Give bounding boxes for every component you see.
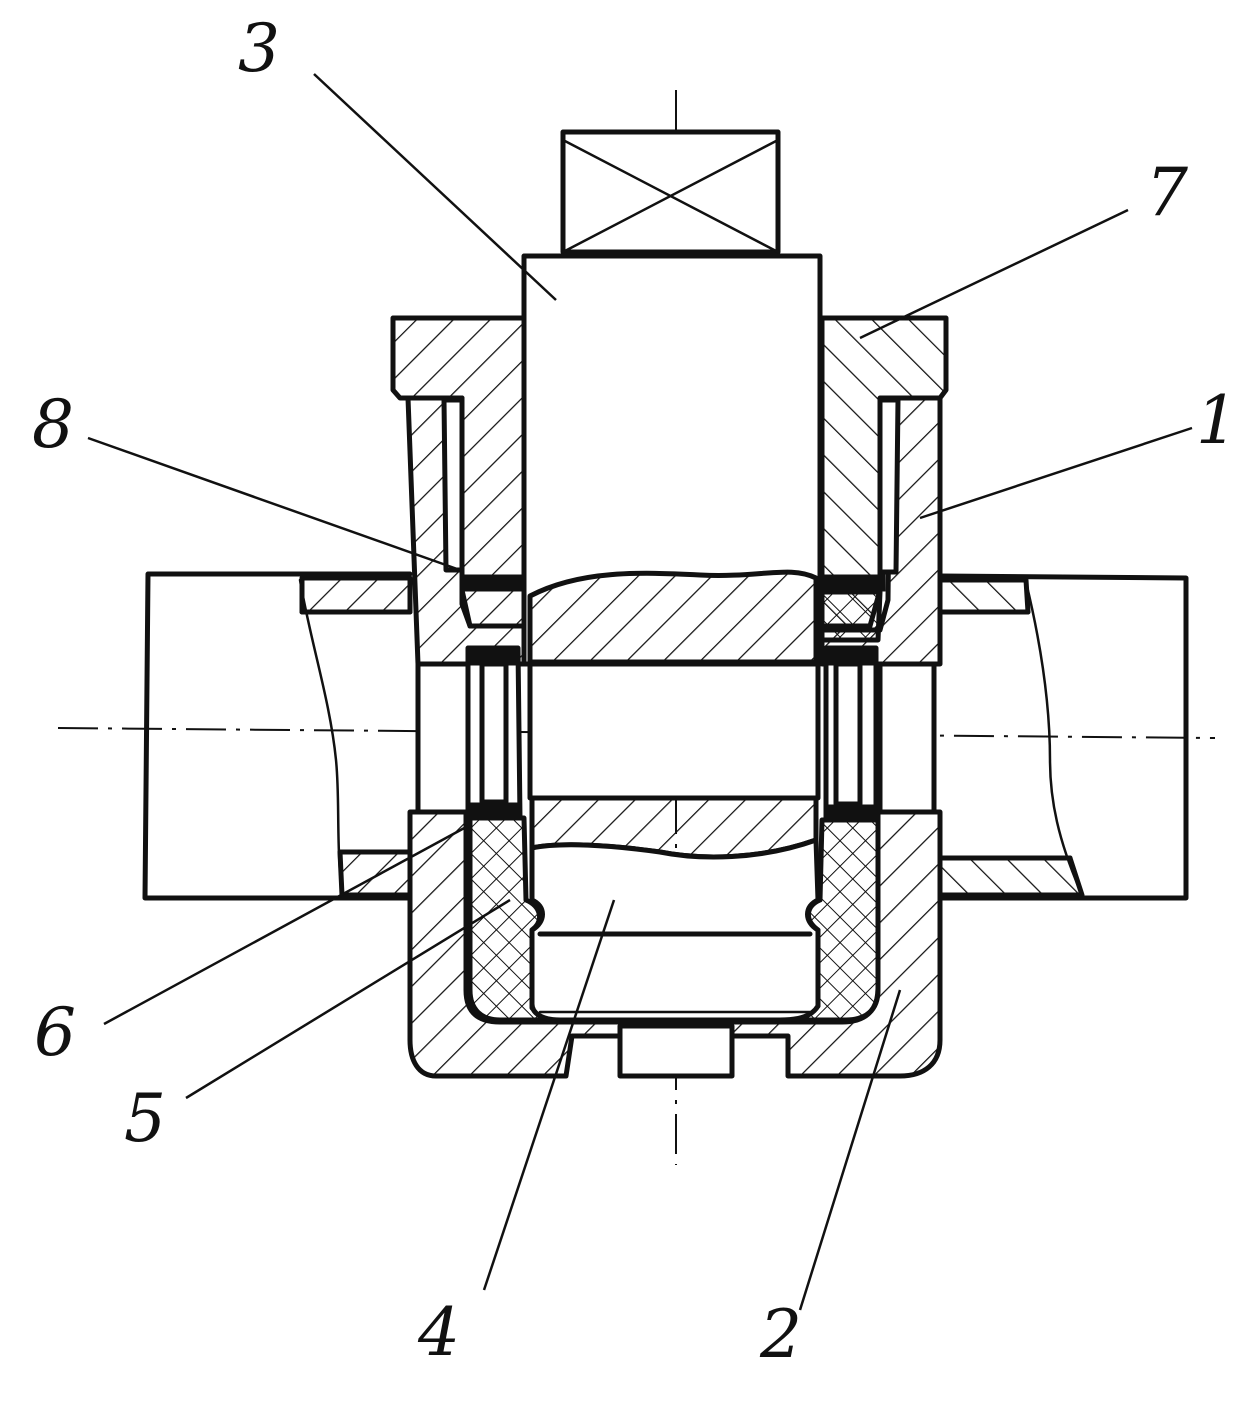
bottom-nut — [620, 1026, 732, 1076]
part-label-3: 3 — [238, 16, 280, 82]
seal-ring-left — [462, 576, 526, 590]
leader-8 — [88, 438, 460, 570]
cap-left-gap — [444, 400, 462, 570]
part-label-2: 2 — [760, 1302, 802, 1368]
part-label-5: 5 — [124, 1086, 166, 1152]
cap-right-gap — [880, 400, 898, 572]
plug-bore — [530, 664, 818, 798]
left-port-opening — [418, 664, 470, 812]
leader-3 — [314, 74, 556, 300]
leader-7 — [860, 210, 1128, 338]
seal-ring-right — [822, 576, 884, 590]
part-label-6: 6 — [34, 1000, 76, 1066]
left-pipe — [145, 574, 410, 898]
right-port-opening — [880, 664, 934, 812]
part-label-4: 4 — [418, 1300, 460, 1366]
leader-1 — [920, 428, 1192, 518]
stem-lower-section — [530, 572, 816, 662]
part-label-7: 7 — [1146, 160, 1188, 226]
packing-right-top — [822, 592, 880, 640]
part-label-8: 8 — [32, 392, 74, 458]
part-label-1: 1 — [1196, 388, 1238, 454]
plug-body — [532, 840, 818, 1020]
